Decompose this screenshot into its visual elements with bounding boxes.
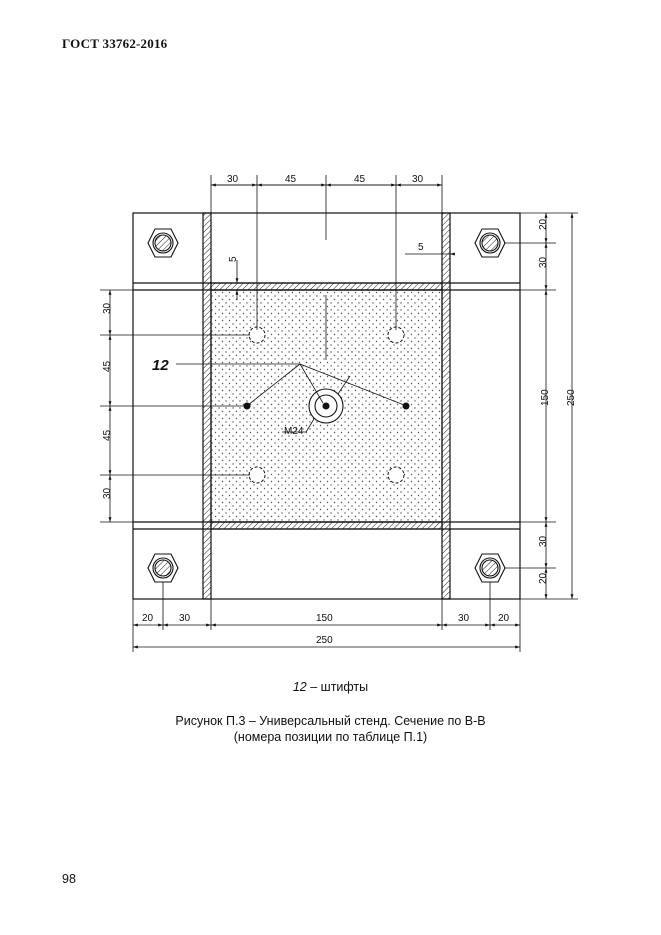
nut-top-left <box>147 228 179 258</box>
dim-right-0: 20 <box>538 218 549 230</box>
dim-left-0: 30 <box>102 302 113 314</box>
dim-bottom <box>132 582 521 652</box>
top-plate <box>210 282 443 291</box>
document-header: ГОСТ 33762-2016 <box>62 36 168 51</box>
dim-left-2: 45 <box>102 429 113 441</box>
legend-text: – штифты <box>306 680 369 694</box>
dim-bottom-4: 20 <box>498 613 510 624</box>
dim-right-4: 20 <box>538 572 549 584</box>
nut-bottom-right <box>474 553 506 583</box>
caption-line-2: (номера позиции по таблице П.1) <box>233 730 428 744</box>
dim-top-3: 30 <box>412 174 424 185</box>
dim-right <box>505 212 578 600</box>
dim-right-1: 30 <box>538 256 549 268</box>
thread-label: M24 <box>284 426 304 437</box>
position-label: 12 <box>152 357 169 374</box>
pin-bottom-right <box>387 466 405 484</box>
dim-bottom-0: 20 <box>142 613 154 624</box>
dim-bottom-2: 150 <box>316 613 333 624</box>
legend-position: 12 <box>292 680 307 694</box>
dim-top-0: 30 <box>227 174 239 185</box>
pins <box>243 326 410 484</box>
leader-lines <box>176 363 405 433</box>
bottom-plate <box>210 521 443 530</box>
figure-caption: Рисунок П.3 – Универсальный стенд. Сечен… <box>0 713 661 745</box>
page-number: 98 <box>62 872 76 886</box>
dim-left <box>100 289 250 523</box>
right-wall <box>441 212 451 600</box>
dim-plate: 5 <box>228 256 239 262</box>
dim-left-3: 30 <box>102 487 113 499</box>
dim-top-2: 45 <box>354 174 366 185</box>
dim-right-2: 150 <box>540 389 551 406</box>
dim-wall: 5 <box>418 242 424 253</box>
dim-right-total: 250 <box>566 389 577 406</box>
nut-top-right <box>474 228 506 258</box>
center-thread <box>308 388 344 424</box>
dim-bottom-3: 30 <box>458 613 470 624</box>
figure-legend: 12 – штифты <box>0 680 661 694</box>
dim-left-1: 45 <box>102 360 113 372</box>
caption-line-1: Рисунок П.3 – Универсальный стенд. Сечен… <box>175 714 486 728</box>
dim-top-1: 45 <box>285 174 297 185</box>
pin-bottom-left <box>248 466 266 484</box>
pin-mid-right <box>402 402 410 410</box>
dim-bottom-1: 30 <box>179 613 191 624</box>
nut-bottom-left <box>147 553 179 583</box>
dim-top <box>210 175 443 330</box>
dim-right-3: 30 <box>538 535 549 547</box>
dim-bottom-total: 250 <box>316 635 333 646</box>
